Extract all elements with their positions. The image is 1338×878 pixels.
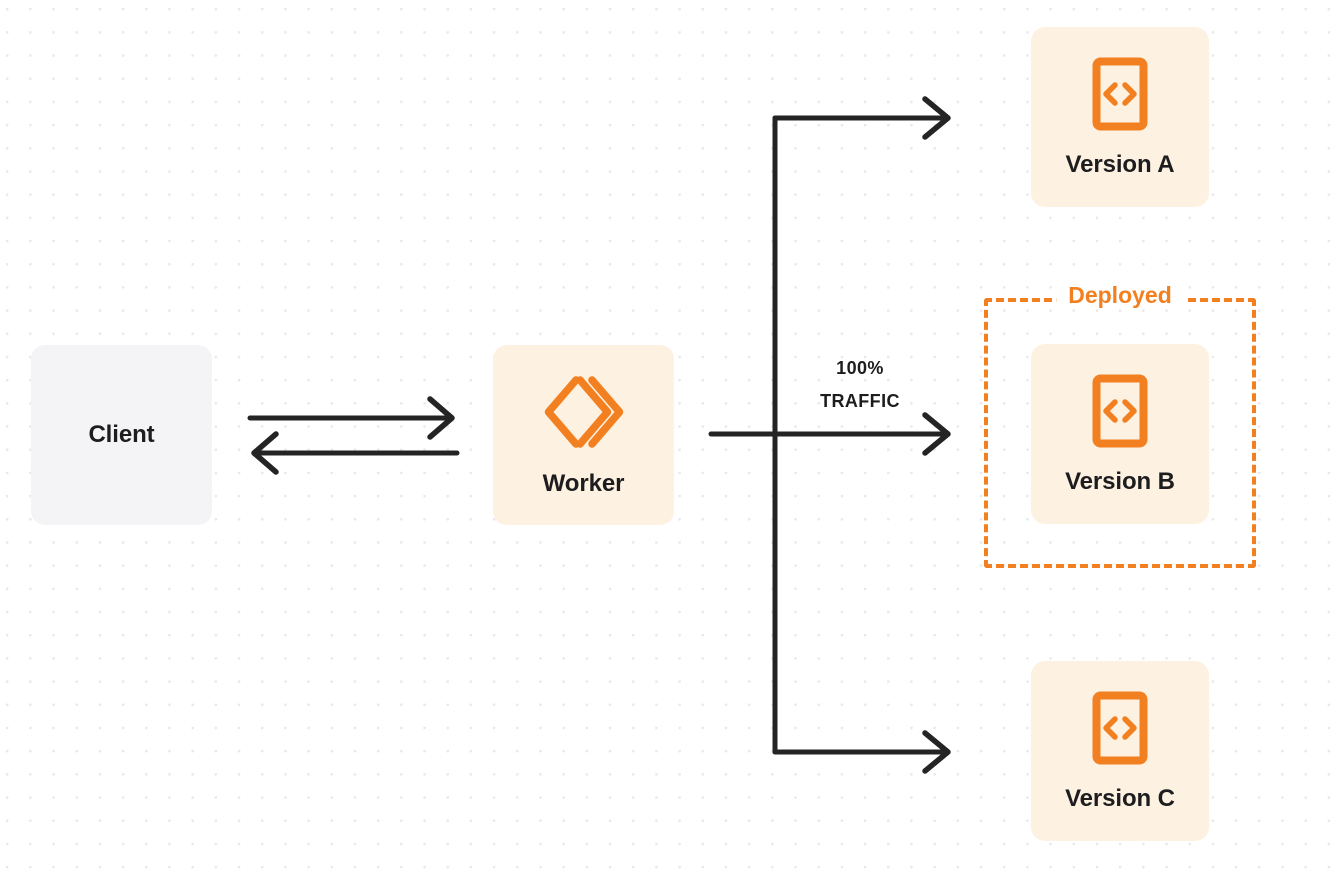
connector-worker-to-version-b (708, 412, 951, 456)
node-version-c[interactable]: Version C (1031, 661, 1209, 841)
node-client-label: Client (88, 421, 155, 448)
connector-worker-to-version-a (772, 96, 951, 140)
deployed-group: Deployed (984, 284, 1256, 568)
cloudflare-workers-logo-icon (543, 374, 625, 450)
code-file-icon (1092, 57, 1148, 131)
node-version-b-label: Version B (1065, 468, 1175, 495)
node-worker[interactable]: Worker (493, 345, 674, 525)
traffic-unit: TRAFFIC (820, 391, 900, 412)
traffic-label: 100% TRAFFIC (790, 352, 930, 419)
node-version-c-label: Version C (1065, 785, 1175, 812)
connector-worker-to-client (251, 431, 460, 475)
node-version-a-label: Version A (1065, 151, 1175, 178)
connector-worker-to-version-c (772, 730, 951, 774)
node-version-a[interactable]: Version A (1031, 27, 1209, 207)
node-version-b[interactable]: Version B (1031, 344, 1209, 524)
traffic-percent: 100% (836, 358, 884, 378)
code-file-icon (1092, 374, 1148, 448)
connector-client-to-worker (247, 396, 455, 440)
deployed-group-label: Deployed (1056, 284, 1184, 307)
code-file-icon (1092, 691, 1148, 765)
node-client[interactable]: Client (31, 345, 212, 525)
node-worker-label: Worker (542, 470, 625, 497)
